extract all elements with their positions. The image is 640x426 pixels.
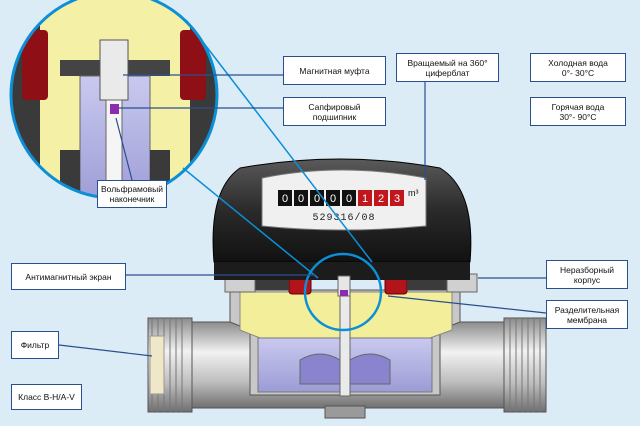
small-bearing xyxy=(337,275,351,297)
callout-filter: Фильтр xyxy=(11,331,59,359)
callout-class: Класс B-H/A-V xyxy=(11,384,82,410)
digit-box-red xyxy=(390,190,404,206)
digit: 0 xyxy=(282,193,288,205)
zoom-connector xyxy=(182,167,319,279)
unit-label: m³ xyxy=(408,188,419,198)
right-thread xyxy=(503,317,547,413)
serial-number: 529316/08 xyxy=(312,212,375,224)
digit: 0 xyxy=(330,193,336,205)
digit-box-red xyxy=(358,190,372,206)
digit-red: 2 xyxy=(378,193,384,205)
digit-box xyxy=(326,190,340,206)
meter-body xyxy=(229,289,461,397)
digit: 0 xyxy=(298,193,304,205)
callout-tungsten-tip: Вольфрамовый наконечник xyxy=(97,180,167,208)
callout-separating-membrane: Разделительная мембрана xyxy=(546,300,628,329)
callout-rotating-dial: Вращаемый на 360° циферблат xyxy=(396,53,499,82)
digit-box xyxy=(278,190,292,206)
digit-red: 3 xyxy=(394,193,400,205)
callout-cold-water: Холодная вода 0°- 30°C xyxy=(530,53,626,82)
callout-hot-water: Горячая вода 30°- 90°C xyxy=(530,97,626,126)
callout-sealed-housing: Неразборный корпус xyxy=(546,260,628,289)
callout-lines xyxy=(58,74,547,357)
callout-magnetic-coupling: Магнитная муфта xyxy=(283,56,386,85)
zoom-detail xyxy=(9,0,219,200)
digit: 0 xyxy=(346,193,352,205)
digit: 0 xyxy=(314,193,320,205)
digit-red: 1 xyxy=(362,193,368,205)
counter: 0 0 0 0 0 1 2 3 m³ 529316/08 xyxy=(278,188,419,224)
digit-box-red xyxy=(374,190,388,206)
digit-box xyxy=(342,190,356,206)
zoom-connector xyxy=(185,19,373,263)
callout-antimagnetic-screen: Антимагнитный экран xyxy=(11,263,126,290)
filter-mesh xyxy=(149,335,165,395)
digit-box xyxy=(294,190,308,206)
detail-circle xyxy=(303,252,383,332)
callout-sapphire-bearing: Сапфировый подшипник xyxy=(283,97,386,126)
